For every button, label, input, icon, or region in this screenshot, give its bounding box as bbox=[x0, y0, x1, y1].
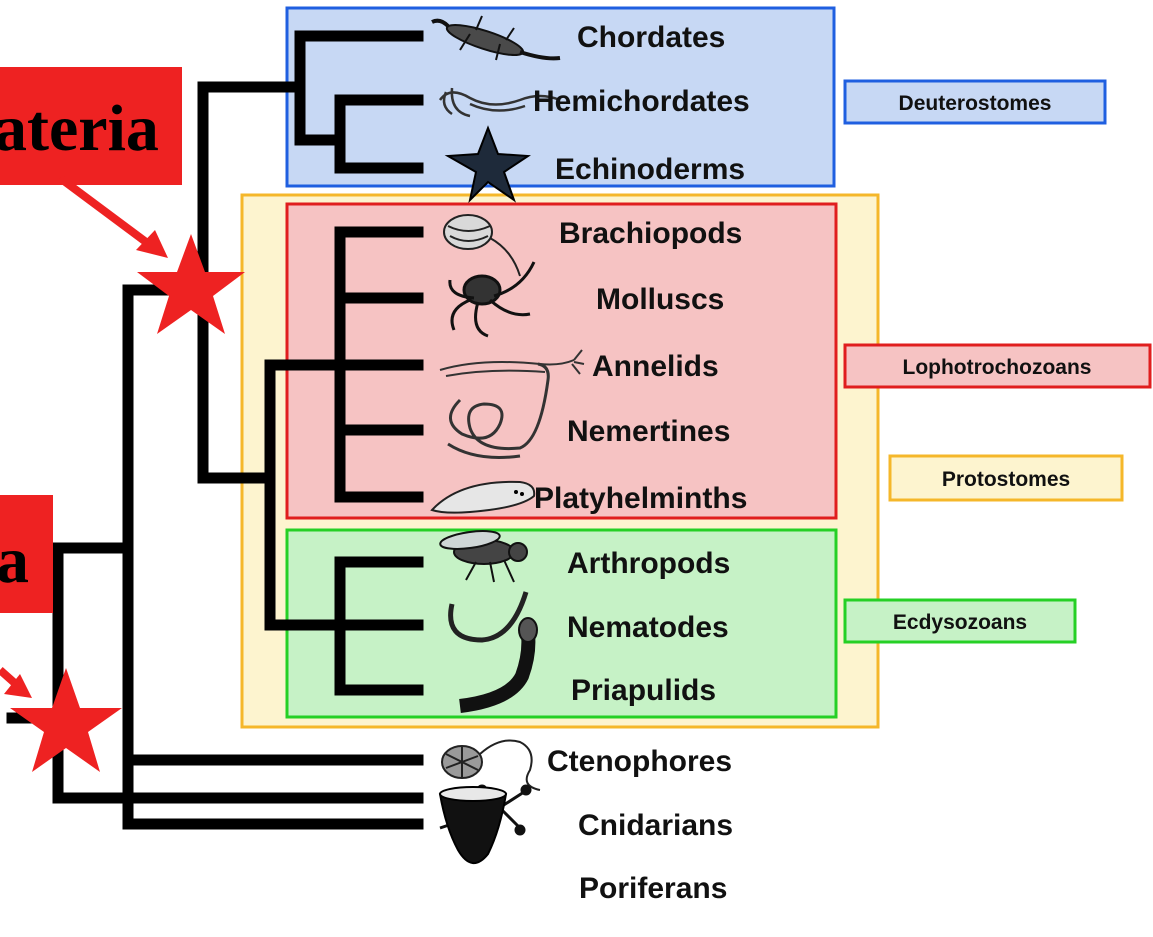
taxon-label-hemichordates: Hemichordates bbox=[533, 85, 750, 118]
taxon-label-arthropods: Arthropods bbox=[567, 547, 730, 580]
group-tag-deuterostomes: Deuterostomes bbox=[845, 81, 1105, 123]
taxon-label-ctenophores: Ctenophores bbox=[547, 745, 732, 778]
taxon-label-molluscs: Molluscs bbox=[596, 283, 724, 316]
group-tag-lophotrochozoans: Lophotrochozoans bbox=[845, 345, 1150, 387]
taxon-label-priapulids: Priapulids bbox=[571, 674, 716, 707]
taxon-label-chordates: Chordates bbox=[577, 21, 725, 54]
taxon-label-poriferans: Poriferans bbox=[579, 872, 727, 905]
group-tag-ecdysozoans: Ecdysozoans bbox=[845, 600, 1075, 642]
taxon-label-echinoderms: Echinoderms bbox=[555, 153, 745, 186]
group-label-protostomes: Protostomes bbox=[942, 468, 1070, 491]
taxon-label-nematodes: Nematodes bbox=[567, 611, 729, 644]
group-label-lophotrochozoans: Lophotrochozoans bbox=[903, 356, 1092, 379]
callout-eumetazoa-text: a bbox=[0, 524, 29, 597]
callout-bilateria-arrow bbox=[60, 178, 150, 245]
sponge-icon bbox=[440, 787, 506, 863]
callout-bilateria-text: ateria bbox=[0, 92, 159, 165]
group-label-ecdysozoans: Ecdysozoans bbox=[893, 611, 1027, 634]
group-tag-protostomes: Protostomes bbox=[890, 456, 1122, 500]
taxon-label-annelids: Annelids bbox=[592, 350, 719, 383]
group-label-deuterostomes: Deuterostomes bbox=[899, 92, 1052, 115]
taxon-label-cnidarians: Cnidarians bbox=[578, 809, 733, 842]
taxon-label-nemertines: Nemertines bbox=[567, 415, 730, 448]
comb-jelly-icon bbox=[442, 741, 540, 791]
taxon-label-brachiopods: Brachiopods bbox=[559, 217, 742, 250]
taxon-label-platyhelminths: Platyhelminths bbox=[534, 482, 747, 515]
